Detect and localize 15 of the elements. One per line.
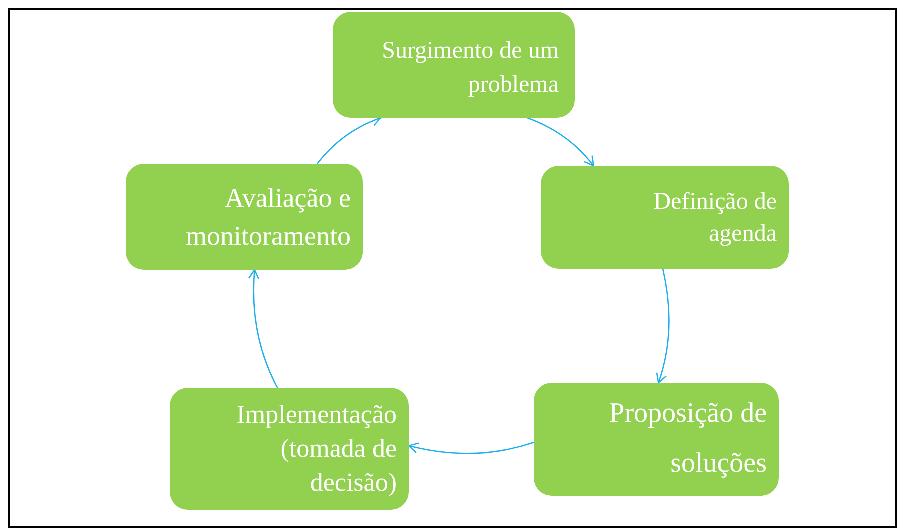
process-box — [541, 166, 789, 269]
process-box — [333, 12, 575, 118]
step-text: Avaliação e monitoramento — [185, 182, 351, 253]
step-text: Proposição de soluções — [608, 397, 767, 481]
arrow — [317, 116, 382, 164]
arrow — [248, 269, 278, 388]
arrow — [527, 117, 594, 167]
process-box — [534, 383, 779, 496]
step-text: Implementação (tomada de decisão) — [236, 399, 397, 499]
arrow — [408, 442, 534, 454]
process-box — [126, 164, 363, 270]
step-text: Surgimento de um problema — [381, 37, 559, 100]
process-box — [170, 388, 409, 510]
arrow — [656, 268, 670, 384]
step-text: Definição de agenda — [652, 188, 777, 249]
